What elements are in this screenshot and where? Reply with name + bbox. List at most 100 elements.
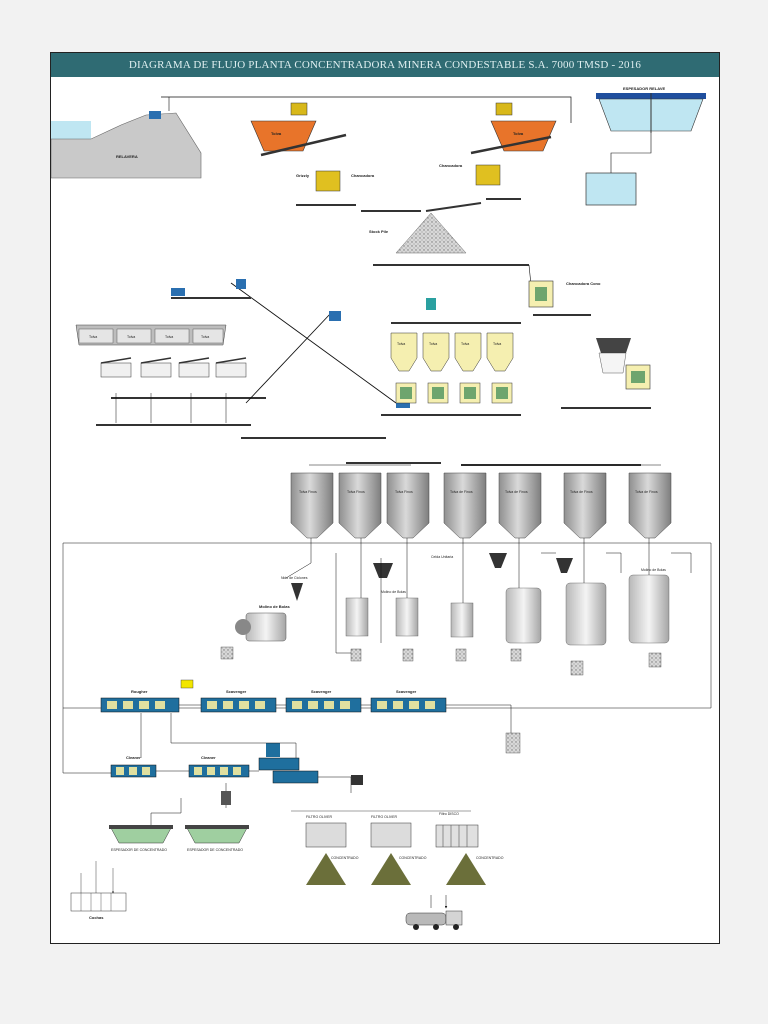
rougher-bank: Rougher <box>100 689 180 713</box>
cone-crusher-1: Chancadora Cono <box>528 280 601 308</box>
center-bins-group: Tolva Tolva Tolva Tolva <box>390 298 521 404</box>
concentrate-truck <box>405 910 463 930</box>
jaw-crusher-right-icon <box>475 164 501 186</box>
fine-ore-silos: Tolva Finos Tolva Finos Tolva Finos Tolv… <box>290 472 672 539</box>
ball-mill-1: Molino de Bolas <box>235 604 290 642</box>
primary-crusher-left: Tolva Chancadora Grizzly <box>250 102 375 192</box>
grizzly-label: Grizzly <box>296 173 310 178</box>
dam-embankment <box>51 112 202 179</box>
svg-text:Tolva: Tolva <box>397 342 405 346</box>
cyclone-cluster-1: Nido de Ciclones <box>281 576 308 601</box>
chancadora-right-label: Chancadora <box>439 163 463 168</box>
svg-text:Tolva: Tolva <box>429 342 437 346</box>
screen-2 <box>140 362 172 378</box>
svg-text:Tolva de Finos: Tolva de Finos <box>450 490 473 494</box>
svg-text:Scavenger: Scavenger <box>311 689 332 694</box>
svg-text:Tolva: Tolva <box>493 342 501 346</box>
flotation-pipes <box>62 704 512 833</box>
svg-text:Scavenger: Scavenger <box>226 689 247 694</box>
svg-text:Molino de Bolas: Molino de Bolas <box>381 590 406 594</box>
svg-text:Tolva de Finos: Tolva de Finos <box>505 490 528 494</box>
silo-4: Tolva de Finos <box>443 472 487 539</box>
center-bin-3: Tolva <box>454 332 482 372</box>
silo-2: Tolva Finos <box>338 472 382 539</box>
conveyor-diagonal-1 <box>230 282 397 404</box>
diagram-title: DIAGRAMA DE FLUJO PLANTA CONCENTRADORA M… <box>128 59 642 71</box>
svg-text:Filtro DISCO: Filtro DISCO <box>439 812 459 816</box>
scavenger-bank-1: Scavenger <box>200 689 277 713</box>
belt-3 <box>425 202 482 212</box>
svg-text:Tolva: Tolva <box>165 335 173 339</box>
celda-unitaria-group: Celda Unitaria <box>373 553 573 578</box>
left-bin-1: Tolva <box>78 328 114 344</box>
tailings-tank <box>585 172 637 206</box>
vibrating-screen-right <box>596 338 631 374</box>
filter-oliver-1: FILTRO OLIVER <box>305 815 347 848</box>
svg-text:Celda Unitaria: Celda Unitaria <box>431 555 453 559</box>
tailings-water <box>51 121 91 139</box>
flowsheet: DIAGRAMA DE FLUJO PLANTA CONCENTRADORA M… <box>50 52 720 944</box>
apron-feeder-right <box>470 135 552 155</box>
dump-truck-icon-2 <box>495 102 513 116</box>
screen-3 <box>178 362 210 378</box>
left-bin-3: Tolva <box>154 328 190 344</box>
tailings-return-line <box>161 96 572 123</box>
left-bin-4: Tolva <box>192 328 224 344</box>
concentrate-pile-3: CONCENTRADO <box>446 853 504 885</box>
concentrate-thickener-2: ESPESADOR DE CONCENTRADO <box>185 825 249 852</box>
vertical-mills: Molino de Bolas <box>505 568 670 646</box>
conveyor-diagonal-2 <box>245 312 332 404</box>
title-bar: DIAGRAMA DE FLUJO PLANTA CONCENTRADORA M… <box>51 53 719 77</box>
svg-text:FILTRO OLIVER: FILTRO OLIVER <box>371 815 397 819</box>
flow-diagram-canvas: RELAVERA ESPESADOR RELAVE Tolva Chancado… <box>51 86 712 930</box>
regrind-area <box>221 732 521 805</box>
center-bin-2: Tolva <box>422 332 450 372</box>
filter-oliver-2: FILTRO OLIVER <box>370 815 412 848</box>
apron-feeder-left <box>260 133 347 157</box>
svg-text:Tolva Finos: Tolva Finos <box>395 490 413 494</box>
svg-text:Scavenger: Scavenger <box>396 689 417 694</box>
svg-text:Tolva Finos: Tolva Finos <box>299 490 317 494</box>
ball-mill-2: Molino de Bolas <box>345 590 419 637</box>
svg-text:CONCENTRADO: CONCENTRADO <box>331 856 359 860</box>
left-bins-group: Tolva Tolva Tolva Tolva <box>75 324 247 378</box>
screen-4 <box>215 362 247 378</box>
thickener-underflow <box>610 133 652 173</box>
svg-text:Tolva: Tolva <box>89 335 97 339</box>
mill-pumps <box>220 646 662 676</box>
espesador-relave-label: ESPESADOR RELAVE <box>623 86 665 91</box>
svg-text:Molino de Bolas: Molino de Bolas <box>641 568 666 572</box>
svg-text:CONCENTRADO: CONCENTRADO <box>476 856 504 860</box>
svg-text:Tolva de Finos: Tolva de Finos <box>635 490 658 494</box>
ball-mill-3 <box>450 602 474 638</box>
silo-7: Tolva de Finos <box>628 472 672 539</box>
concentrate-pile-2: CONCENTRADO <box>371 853 427 885</box>
grinding-pipes <box>285 538 692 654</box>
svg-text:Cochas: Cochas <box>89 915 104 920</box>
tolva-left-label: Tolva <box>271 131 282 136</box>
dump-truck-icon <box>290 102 308 116</box>
svg-text:Nido de Ciclones: Nido de Ciclones <box>281 576 308 580</box>
molino-1-label: Molino de Bolas <box>259 604 290 609</box>
tolva-right-label: Tolva <box>513 131 524 136</box>
silo-1: Tolva Finos <box>290 472 334 539</box>
stock-pile-label: Stock Pile <box>369 229 389 234</box>
svg-text:Cleaner: Cleaner <box>126 755 141 760</box>
cleaner-bank-2: Cleaner <box>188 755 250 778</box>
tailings-thickener: ESPESADOR RELAVE <box>596 86 706 133</box>
svg-text:Tolva: Tolva <box>201 335 209 339</box>
silo-3: Tolva Finos <box>386 472 430 539</box>
decant-pump-icon <box>149 111 161 119</box>
stock-pile: Stock Pile <box>369 212 467 254</box>
tolva-gruesos-right <box>490 120 557 152</box>
left-bin-2: Tolva <box>116 328 152 344</box>
center-bin-4: Tolva <box>486 332 514 372</box>
scavenger-bank-2: Scavenger <box>285 689 362 713</box>
svg-text:Tolva Finos: Tolva Finos <box>347 490 365 494</box>
cleaner-bank-1: Cleaner <box>110 755 157 778</box>
cone-crusher-2 <box>625 364 651 390</box>
svg-text:Tolva: Tolva <box>461 342 469 346</box>
svg-text:Tolva: Tolva <box>127 335 135 339</box>
tripper-icon <box>426 298 436 310</box>
chancadora-cono-label: Chancadora Cono <box>566 281 601 286</box>
